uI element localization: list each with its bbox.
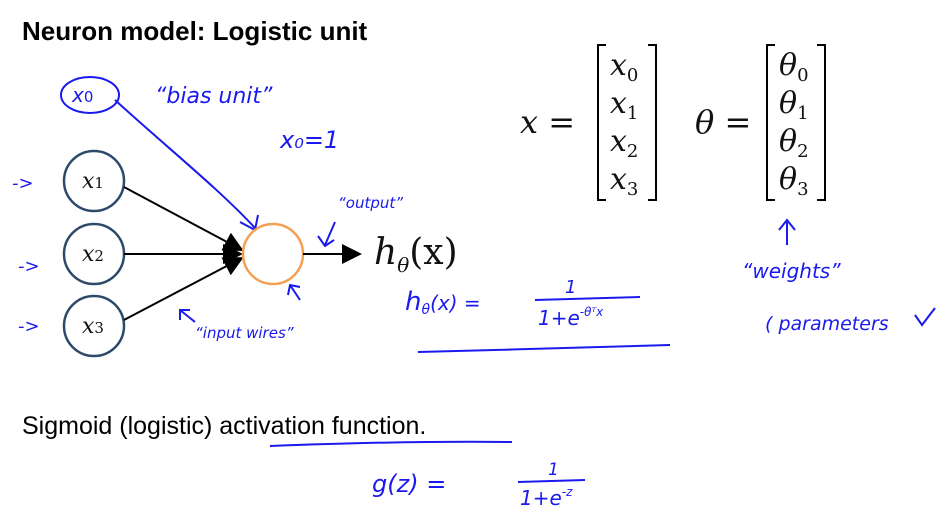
slide-title: Neuron model: Logistic unit xyxy=(22,16,368,46)
neuron-arrow-icon xyxy=(287,283,301,301)
x0-equals-one-note: x₀=1 xyxy=(279,126,339,154)
svg-text:x =: x = xyxy=(520,103,575,141)
weights-note: “weights” xyxy=(742,259,841,283)
input-node-2: x2 xyxy=(62,222,126,286)
svg-text:θ1: θ1 xyxy=(779,86,809,124)
theta-vector: θ = θ0 θ1 θ2 θ3 xyxy=(695,44,826,201)
wire-1 xyxy=(123,186,244,251)
wire-3 xyxy=(123,257,244,321)
svg-text:x3: x3 xyxy=(82,314,104,339)
parameters-note: ( parameters xyxy=(765,313,889,335)
svg-text:x1: x1 xyxy=(610,86,638,124)
sigmoid-caption: Sigmoid (logistic) activation function. xyxy=(22,412,426,440)
svg-text:x3: x3 xyxy=(610,162,638,200)
svg-text:θ =: θ = xyxy=(695,103,751,141)
bias-wire xyxy=(114,99,256,229)
input-node-3: x3 xyxy=(62,294,126,358)
input-arrow-1-icon: -> xyxy=(12,173,34,194)
sigmoid-formula: g(z) = 1 1+e-z xyxy=(372,460,586,510)
neuron-node xyxy=(241,222,305,286)
svg-text:g(z) =: g(z) = xyxy=(372,470,446,498)
svg-text:1+e-z: 1+e-z xyxy=(520,485,573,510)
x-vector: x = x0 x1 x2 x3 xyxy=(520,44,657,201)
bias-unit-note: “bias unit” xyxy=(155,84,273,109)
svg-text:1: 1 xyxy=(565,277,576,298)
svg-text:x1: x1 xyxy=(82,169,104,194)
weights-arrow-icon xyxy=(778,218,796,245)
hypothesis-formula: hθ(x) = 1 1+e-θᵀx xyxy=(405,277,671,353)
input-arrow-3-icon: -> xyxy=(18,316,40,337)
bias-node-label: x0 xyxy=(71,83,93,107)
parameters-arrow-icon xyxy=(914,307,936,327)
svg-text:θ2: θ2 xyxy=(779,124,809,162)
output-arrow-icon xyxy=(317,221,336,248)
caption-underline xyxy=(269,440,513,447)
output-label: hθ(x) xyxy=(374,232,458,277)
svg-text:x2: x2 xyxy=(82,242,104,267)
output-note: “output” xyxy=(338,194,403,212)
svg-text:1+e-θᵀx: 1+e-θᵀx xyxy=(538,305,604,330)
svg-text:x2: x2 xyxy=(610,124,638,162)
svg-text:hθ(x) =: hθ(x) = xyxy=(405,287,481,318)
svg-text:1: 1 xyxy=(548,460,559,480)
svg-text:θ3: θ3 xyxy=(779,162,809,200)
input-node-1: x1 xyxy=(62,149,126,213)
svg-text:θ0: θ0 xyxy=(779,48,809,86)
bias-node xyxy=(60,76,120,114)
input-wires-arrow-icon xyxy=(179,309,196,323)
input-arrow-2-icon: -> xyxy=(18,256,40,277)
svg-text:x0: x0 xyxy=(610,48,638,86)
input-wires-note: “input wires” xyxy=(195,324,294,342)
